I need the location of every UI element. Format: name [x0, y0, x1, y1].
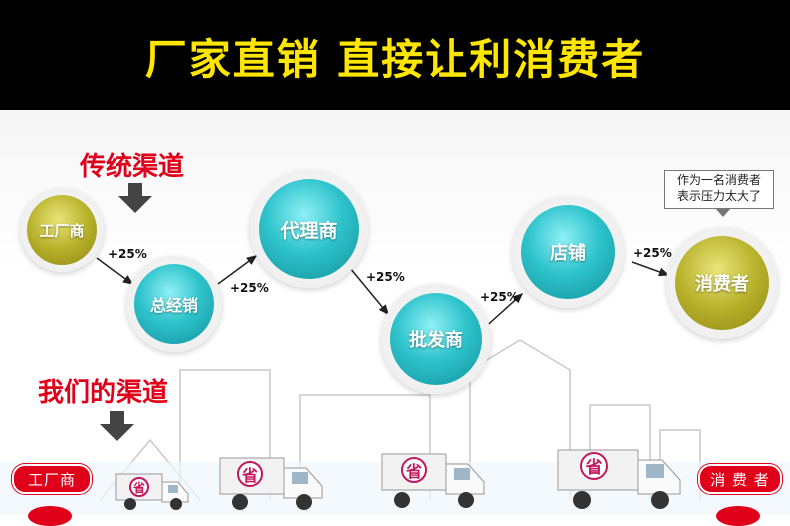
delivery-truck-icon: 省	[219, 457, 323, 510]
node-factory: 工厂商	[27, 195, 97, 265]
down-arrow-icon	[118, 183, 152, 213]
node-agent: 代理商	[259, 179, 359, 279]
our-channel-title: 我们的渠道	[38, 378, 169, 408]
markup-label: +25%	[633, 246, 672, 260]
consumer-tag: 消 费 者	[698, 464, 782, 494]
delivery-truck-icon: 省	[115, 473, 189, 510]
node-consumer: 消费者	[675, 236, 769, 330]
arrow-2	[217, 255, 258, 285]
arrow-1	[96, 257, 134, 285]
node-wholesaler: 批发商	[390, 293, 482, 385]
node-store: 店铺	[521, 205, 615, 299]
markup-label: +25%	[366, 270, 405, 284]
markup-label: +25%	[230, 281, 269, 295]
down-arrow-icon	[100, 411, 134, 441]
delivery-truck-icon: 省	[381, 453, 485, 508]
banner-title: 厂家直销 直接让利消费者	[144, 35, 646, 84]
truck-badge: 省	[132, 480, 145, 495]
truck-badge: 省	[405, 462, 422, 481]
markup-label: +25%	[480, 290, 519, 304]
arrow-3	[349, 267, 389, 316]
markup-label: +25%	[108, 247, 147, 261]
truck-badge: 省	[585, 457, 603, 478]
consumer-speech-bubble: 作为一名消费者 表示压力太大了	[664, 170, 774, 217]
factory-tag: 工厂商	[12, 464, 92, 494]
truck-badge: 省	[241, 466, 258, 485]
arrow-5	[631, 261, 670, 277]
node-general-distributor: 总经销	[134, 264, 214, 344]
consumer-tag-stub	[716, 506, 760, 526]
delivery-truck-icon: 省	[557, 449, 681, 509]
note-line-1: 作为一名消费者	[676, 173, 761, 187]
factory-tag-stub	[28, 506, 72, 526]
header-banner: 厂家直销 直接让利消费者	[0, 0, 790, 110]
note-line-2: 表示压力太大了	[676, 189, 761, 203]
traditional-channel-title: 传统渠道	[80, 152, 185, 182]
